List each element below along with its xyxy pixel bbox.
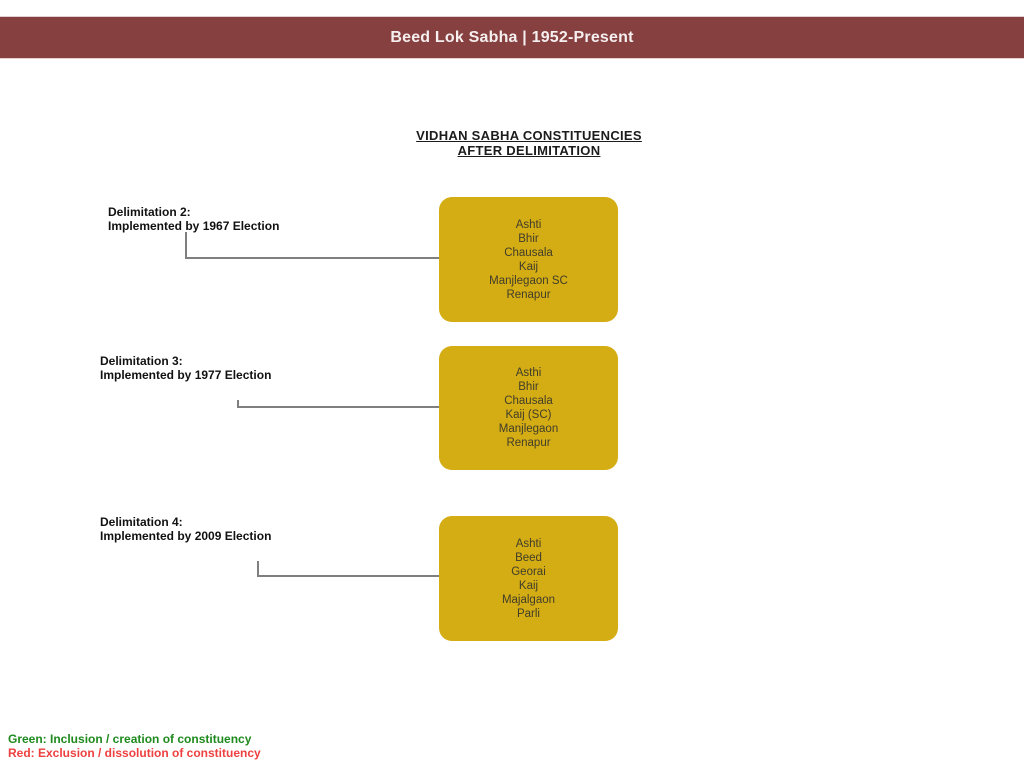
delimitation-2-label-line1: Delimitation 2:	[108, 205, 191, 219]
constituency-item: Manjlegaon SC	[489, 274, 568, 287]
legend-green-label: Green: Inclusion / creation of constitue…	[8, 732, 252, 746]
delimitation-3-label-line2: Implemented by 1977 Election	[100, 368, 272, 382]
delimitation-2-label-line2: Implemented by 1967 Election	[108, 219, 280, 233]
header-title: Beed Lok Sabha | 1952-Present	[390, 28, 634, 46]
delimitation-3-label-line1: Delimitation 3:	[100, 354, 183, 368]
constituency-item: Chausala	[504, 395, 553, 407]
constituency-item: Bhir	[518, 232, 539, 245]
header-banner: Beed Lok Sabha | 1952-Present	[0, 16, 1024, 59]
constituency-item: Chausala	[504, 246, 553, 259]
legend: Green: Inclusion / creation of constitue…	[8, 732, 261, 760]
delimitation-4-label-line1: Delimitation 4:	[100, 515, 183, 529]
constituency-item: Georai	[511, 565, 546, 578]
constituency-item: Manjlegaon	[498, 423, 559, 435]
constituency-item: Beed	[515, 551, 542, 564]
constituency-item: Ashti	[515, 537, 542, 550]
diagram-title-line1: VIDHAN SABHA CONSTITUENCIES	[416, 128, 642, 143]
constituency-box-delimitation-2: Ashti Bhir Chausala Kaij Manjlegaon SC R…	[439, 197, 618, 322]
connector-delimitation-3	[237, 400, 441, 408]
delimitation-4-label: Delimitation 4: Implemented by 2009 Elec…	[100, 515, 271, 543]
legend-red-label: Red: Exclusion / dissolution of constitu…	[8, 746, 261, 760]
constituency-item: Renapur	[506, 437, 551, 449]
delimitation-2-label: Delimitation 2: Implemented by 1967 Elec…	[108, 205, 279, 233]
diagram-title-line2: AFTER DELIMITATION	[457, 143, 601, 158]
connector-delimitation-4	[257, 561, 441, 577]
delimitation-4-label-line2: Implemented by 2009 Election	[100, 529, 272, 543]
constituency-item: Majalgaon	[501, 593, 556, 606]
constituency-item: Kaij	[518, 260, 539, 273]
constituency-item: Kaij	[518, 579, 539, 592]
constituency-box-delimitation-3: Asthi Bhir Chausala Kaij (SC) Manjlegaon…	[439, 346, 618, 470]
constituency-item: Parli	[516, 607, 540, 620]
constituency-item: Ashti	[515, 218, 542, 231]
constituency-item: Bhir	[518, 381, 539, 393]
constituency-item: Asthi	[515, 367, 542, 379]
delimitation-3-label: Delimitation 3: Implemented by 1977 Elec…	[100, 354, 271, 382]
connector-delimitation-2	[185, 232, 441, 259]
constituency-item: Kaij (SC)	[505, 409, 552, 421]
constituency-item: Renapur	[506, 288, 551, 301]
constituency-box-delimitation-4: Ashti Beed Georai Kaij Majalgaon Parli	[439, 516, 618, 641]
diagram-title: VIDHAN SABHA CONSTITUENCIES AFTER DELIMI…	[359, 128, 699, 158]
